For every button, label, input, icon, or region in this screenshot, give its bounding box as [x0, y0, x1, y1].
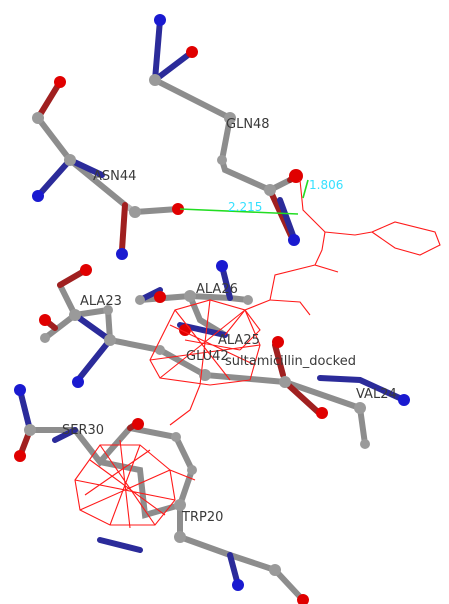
- atom-spheres: [14, 14, 410, 604]
- hbond-distance-label-2: 1.806: [309, 178, 343, 192]
- residue-label-ala26: ALA26: [196, 282, 238, 297]
- residue-label-glu42: GLU42: [186, 349, 229, 364]
- residue-asn44-sticks: [35, 79, 181, 253]
- hbond-distance-label-1: 2.215: [228, 200, 262, 214]
- residue-label-ser30: SER30: [62, 423, 104, 438]
- residue-label-ala23: ALA23: [80, 294, 122, 309]
- residue-trp-ser-sticks: [17, 387, 306, 603]
- residue-label-val24: VAL24: [356, 387, 397, 402]
- ligand-sultamicillin-wireframe: [74, 179, 441, 529]
- hbond-line-1: [179, 208, 299, 215]
- residue-label-asn44: ASN44: [93, 169, 136, 184]
- residue-backbone-sticks: [42, 263, 407, 447]
- hydrogen-bonds: [179, 179, 309, 215]
- residue-label-gln48: GLN48: [226, 117, 270, 132]
- ligand-label: sultamicillin_docked: [225, 354, 356, 369]
- residue-label-ala25: ALA25: [218, 333, 260, 348]
- hbond-line-2: [302, 179, 309, 199]
- residue-label-trp20: TRP20: [181, 510, 223, 525]
